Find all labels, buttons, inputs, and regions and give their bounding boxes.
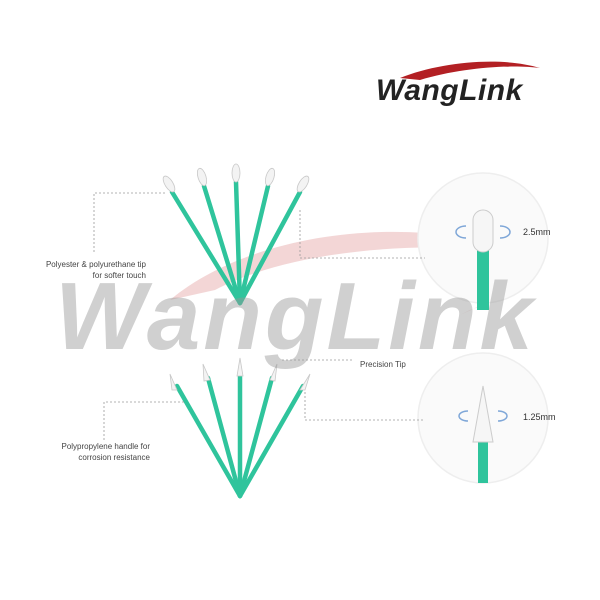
- handle-material-line-1: Polypropylene handle for: [61, 442, 150, 451]
- brand-logo: WangLink: [376, 74, 523, 107]
- tip-material-caption: Polyester & polyurethane tip for softer …: [36, 259, 146, 281]
- pointed-tip-swab-group: [169, 357, 311, 499]
- handle-material-line-2: corrosion resistance: [78, 453, 150, 462]
- logo-swoosh: [400, 61, 540, 80]
- round-tip-swab-group: [162, 163, 310, 306]
- tip-material-line-1: Polyester & polyurethane tip: [45, 260, 146, 269]
- pointed-tip-measurement: 1.25mm: [523, 412, 556, 422]
- tip-material-line-2: for softer touch: [92, 271, 146, 280]
- rotate-arrow-icons: [455, 225, 511, 422]
- watermark-text: WangLink: [55, 263, 536, 370]
- precision-tip-caption: Precision Tip: [360, 360, 406, 369]
- round-tip-closeup: [472, 209, 494, 310]
- callout-lines: [93, 192, 425, 440]
- round-tip-measurement: 2.5mm: [523, 227, 551, 237]
- pointed-tip-closeup: [472, 385, 494, 483]
- handle-material-caption: Polypropylene handle for corrosion resis…: [38, 441, 150, 463]
